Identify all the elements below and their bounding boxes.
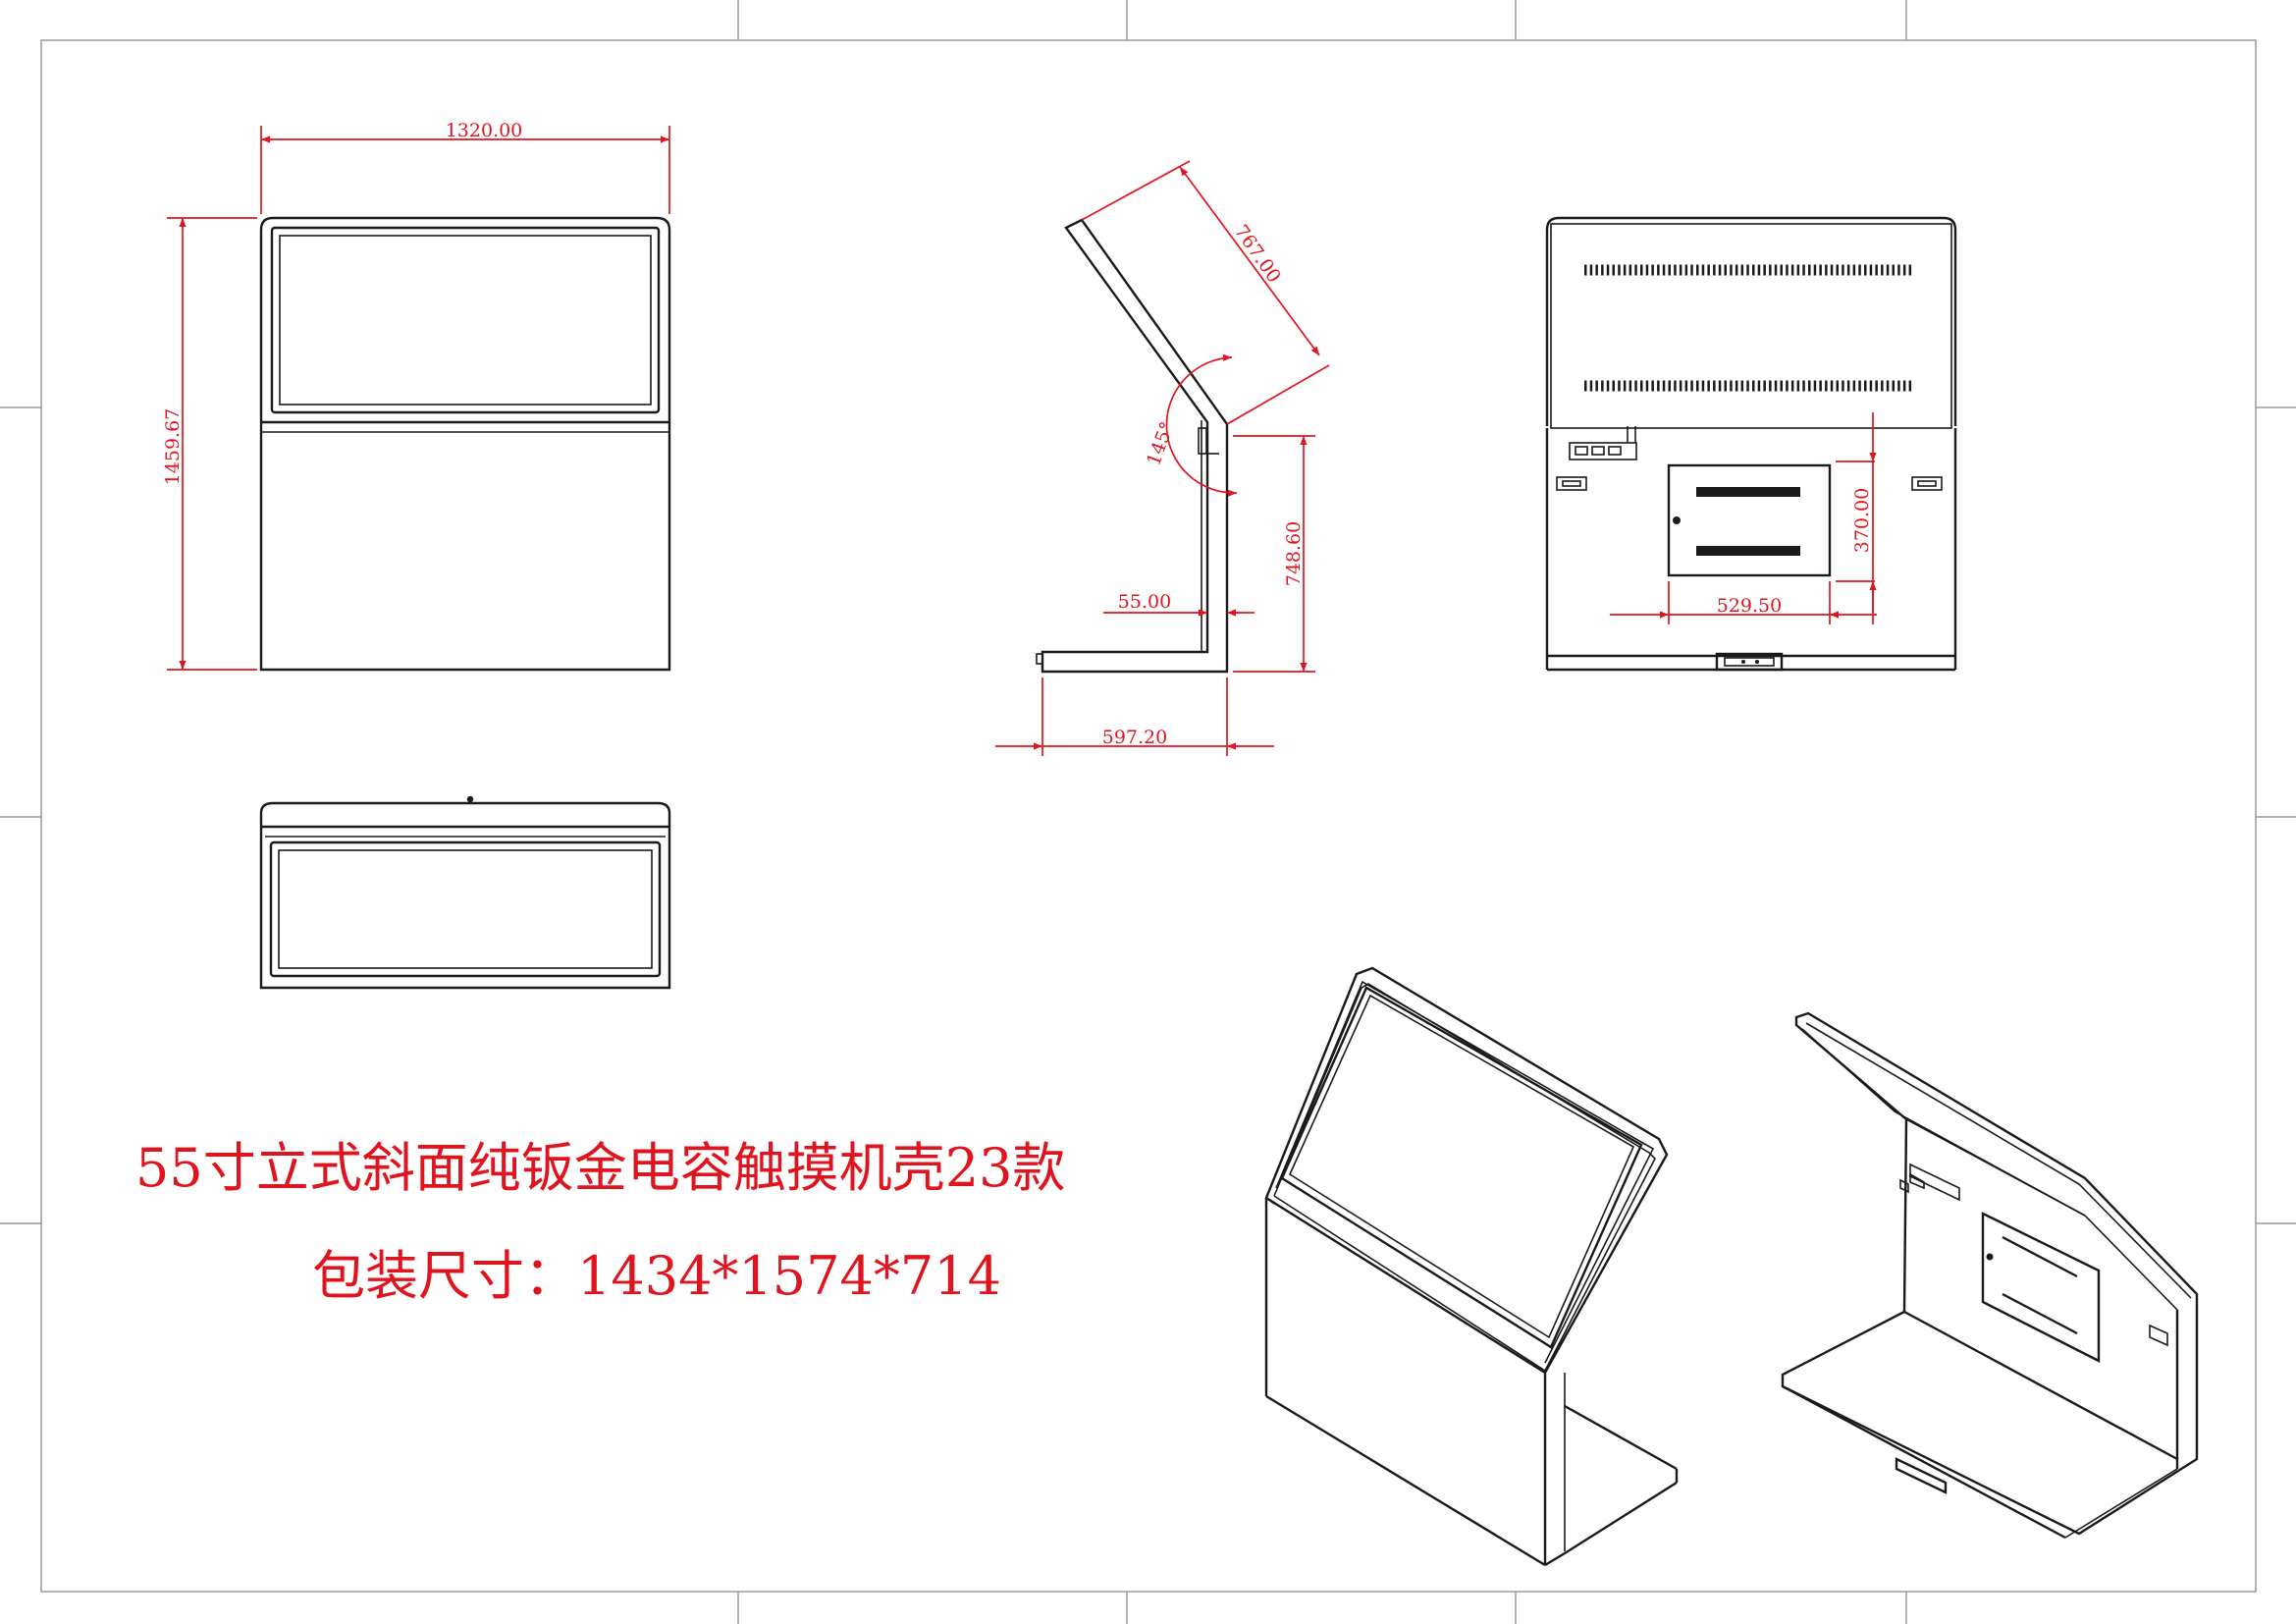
dim-side-thickness: 55.00 <box>1118 591 1171 613</box>
dim-back-door-height: 370.00 <box>1851 488 1873 553</box>
dim-side-angle: 145° <box>1143 419 1178 469</box>
isometric-back-view <box>1781 1011 2199 1540</box>
top-view-button-icon <box>466 795 474 803</box>
side-dimensions: 767.00 145° 748.60 55.00 597.20 <box>995 160 1330 756</box>
back-dimensions: 370.00 529.50 <box>1610 412 1877 624</box>
isometric-front-view <box>1264 966 1679 1567</box>
dim-back-door-width: 529.50 <box>1717 595 1782 617</box>
front-dimensions: 1320.00 1459.67 <box>162 120 670 671</box>
drawing-title: 55寸立式斜面纯钣金电容触摸机壳23款 <box>135 1137 1065 1199</box>
dim-side-panel-length: 767.00 <box>1230 221 1285 287</box>
top-view <box>259 795 671 990</box>
dim-front-height: 1459.67 <box>162 408 184 486</box>
dim-front-width: 1320.00 <box>446 120 523 141</box>
dim-side-height: 748.60 <box>1283 521 1305 586</box>
back-view <box>1545 216 1957 672</box>
front-view <box>259 216 671 672</box>
dim-side-depth: 597.20 <box>1102 727 1167 748</box>
door-lock-icon <box>1673 516 1681 524</box>
package-size-label: 包装尺寸：1434*1574*714 <box>312 1245 1001 1307</box>
